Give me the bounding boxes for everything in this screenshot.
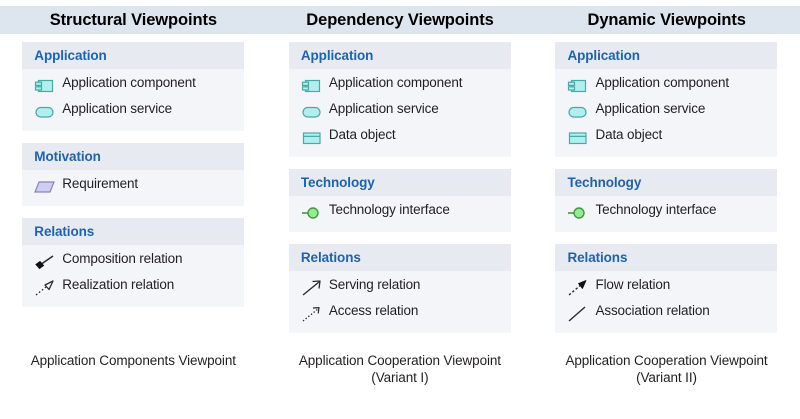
column-header-dependency: Dependency Viewpoints <box>306 10 494 29</box>
legend-item-label: Data object <box>595 127 663 142</box>
application-component-icon <box>301 76 329 96</box>
legend-item[interactable]: Data object <box>289 125 511 151</box>
column-header-dynamic: Dynamic Viewpoints <box>587 10 746 29</box>
section-divider <box>22 206 245 218</box>
section-title: Technology <box>288 169 511 196</box>
requirement-icon <box>34 177 62 197</box>
section-title: Application <box>555 42 778 69</box>
legend-item[interactable]: Association relation <box>555 301 777 327</box>
legend-item[interactable]: Technology interface <box>289 200 511 226</box>
legend-item-label: Application service <box>328 101 439 116</box>
legend-item[interactable]: Application service <box>555 99 777 125</box>
legend-item-label: Application service <box>595 101 706 116</box>
section-title: Application <box>288 42 511 69</box>
legend-item[interactable]: Application component <box>555 73 777 99</box>
legend-item[interactable]: Application component <box>289 73 511 99</box>
legend-item-label: Application component <box>62 75 196 90</box>
viewpoint-caption-structural: Application Components Viewpoint <box>30 353 236 368</box>
column-header-structural: Structural Viewpoints <box>49 10 217 29</box>
composition-relation-icon <box>34 252 62 272</box>
section-title: Relations <box>555 244 778 271</box>
legend-item-label: Technology interface <box>595 202 717 217</box>
legend-item[interactable]: Application component <box>22 73 244 99</box>
viewpoint-header-band: Structural Viewpoints Dependency Viewpoi… <box>0 6 800 34</box>
application-component-icon <box>34 76 62 96</box>
flow-relation-icon <box>567 278 595 298</box>
section-title: Application <box>22 42 245 69</box>
legend-item-label: Realization relation <box>62 277 175 292</box>
serving-relation-icon <box>301 278 329 298</box>
legend-item[interactable]: Technology interface <box>555 200 777 226</box>
section-title: Technology <box>555 169 778 196</box>
data-object-icon <box>301 128 329 148</box>
legend-item[interactable]: Requirement <box>22 174 244 200</box>
legend-item-label: Application component <box>328 75 463 90</box>
association-relation-icon <box>567 304 595 324</box>
section-divider <box>288 232 511 244</box>
application-component-icon <box>567 76 595 96</box>
application-service-icon <box>567 102 595 122</box>
section-divider <box>555 157 778 169</box>
legend-item[interactable]: Application service <box>22 99 244 125</box>
realization-relation-icon <box>34 278 62 298</box>
legend-item-label: Composition relation <box>62 251 183 266</box>
section-items: Technology interface <box>555 196 778 232</box>
legend-item-label: Flow relation <box>595 277 671 292</box>
viewpoint-captions: Application Components Viewpoint Applicat… <box>0 352 800 387</box>
legend-item-label: Technology interface <box>328 202 450 217</box>
legend-item[interactable]: Composition relation <box>22 249 244 275</box>
section-divider <box>555 232 778 244</box>
legend-item[interactable]: Realization relation <box>22 275 244 301</box>
legend-item-label: Access relation <box>328 303 419 318</box>
legend-item[interactable]: Flow relation <box>555 275 777 301</box>
legend-item[interactable]: Data object <box>555 125 777 151</box>
legend-item-label: Application component <box>595 75 729 90</box>
access-relation-icon <box>301 304 329 324</box>
section-items: Technology interface <box>288 196 511 232</box>
data-object-icon <box>567 128 595 148</box>
legend-item-label: Application service <box>62 101 173 116</box>
legend-item-label: Requirement <box>62 176 138 191</box>
viewpoint-caption-dependency: Application Cooperation Viewpoint (Varia… <box>298 353 501 386</box>
legend-item-label: Data object <box>328 127 396 142</box>
legend-item-label: Serving relation <box>328 277 421 292</box>
section-title: Relations <box>22 218 245 245</box>
legend-item[interactable]: Access relation <box>289 301 511 327</box>
technology-interface-icon <box>301 203 329 223</box>
section-divider <box>288 157 511 169</box>
section-title: Relations <box>288 244 511 271</box>
section-title: Motivation <box>22 143 245 170</box>
application-service-icon <box>34 102 62 122</box>
section-divider <box>22 131 245 143</box>
viewpoint-caption-dynamic: Application Cooperation Viewpoint (Varia… <box>565 353 768 386</box>
technology-interface-icon <box>567 203 595 223</box>
legend-item[interactable]: Application service <box>289 99 511 125</box>
legend-item-label: Association relation <box>595 303 710 318</box>
application-service-icon <box>301 102 329 122</box>
legend-item[interactable]: Serving relation <box>289 275 511 301</box>
section-items: Requirement <box>22 170 245 206</box>
